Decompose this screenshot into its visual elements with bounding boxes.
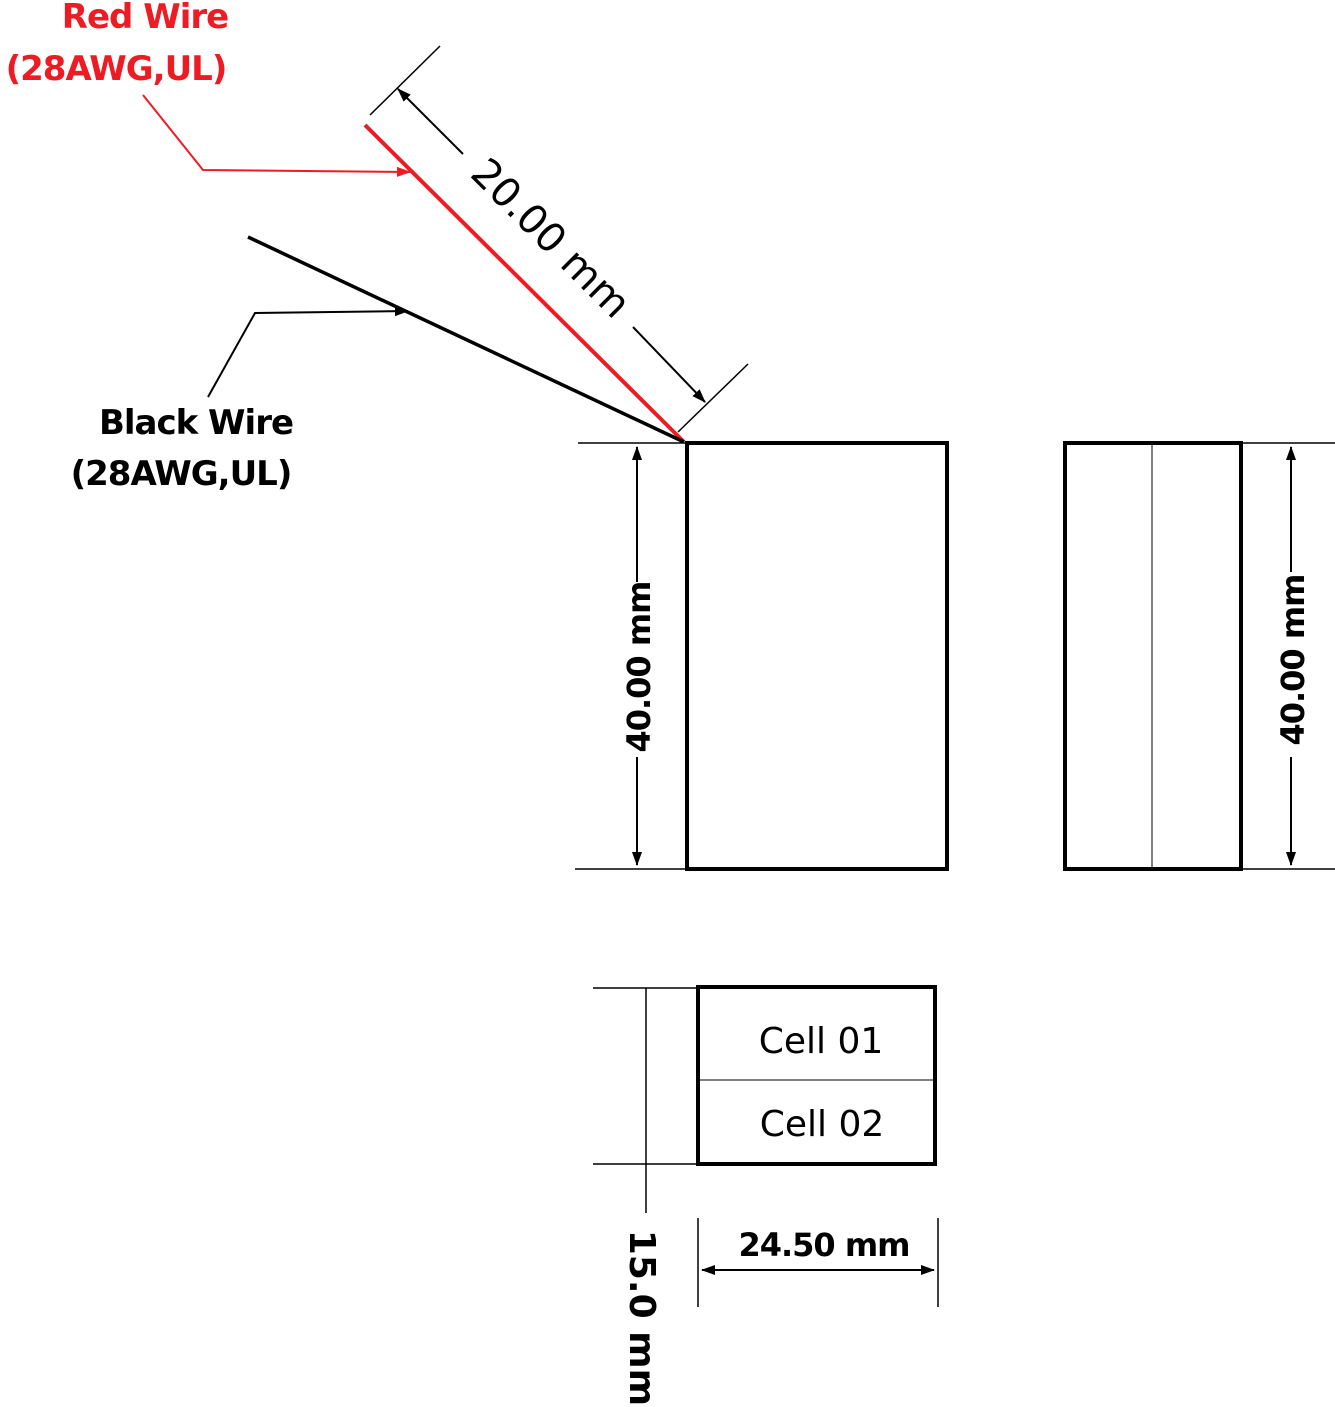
cell-02-label: Cell 02 [760, 1104, 885, 1145]
black-wire-label-line2: (28AWG,UL) [71, 454, 292, 494]
black-wire [247, 235, 685, 444]
side-view-body [1063, 441, 1243, 871]
wire-length-extension-bottom [677, 363, 749, 433]
black-wire-label-line1: Black Wire [99, 403, 293, 443]
red-wire-label-line1: Red Wire [62, 0, 228, 37]
top-view-body [696, 985, 937, 1166]
wire-length-extension-top [369, 45, 441, 116]
red-wire-leader [142, 94, 411, 177]
cell-01-label: Cell 01 [759, 1021, 884, 1062]
thickness-dim-text: 15.0 mm [621, 1230, 662, 1406]
red-wire [363, 123, 686, 444]
front-view-body [685, 441, 949, 871]
black-wire-leader [207, 306, 409, 398]
width-dim-text: 24.50 mm [738, 1226, 909, 1264]
wire-length-dim-line-lower [632, 326, 706, 403]
red-wire-label-line2: (28AWG,UL) [6, 49, 227, 89]
front-height-dim-text: 40.00 mm [620, 581, 658, 752]
side-height-dim-text: 40.00 mm [1274, 574, 1312, 745]
wire-length-dim-text: 20.00 mm [462, 150, 640, 328]
wire-length-dim-line-upper [397, 88, 464, 155]
